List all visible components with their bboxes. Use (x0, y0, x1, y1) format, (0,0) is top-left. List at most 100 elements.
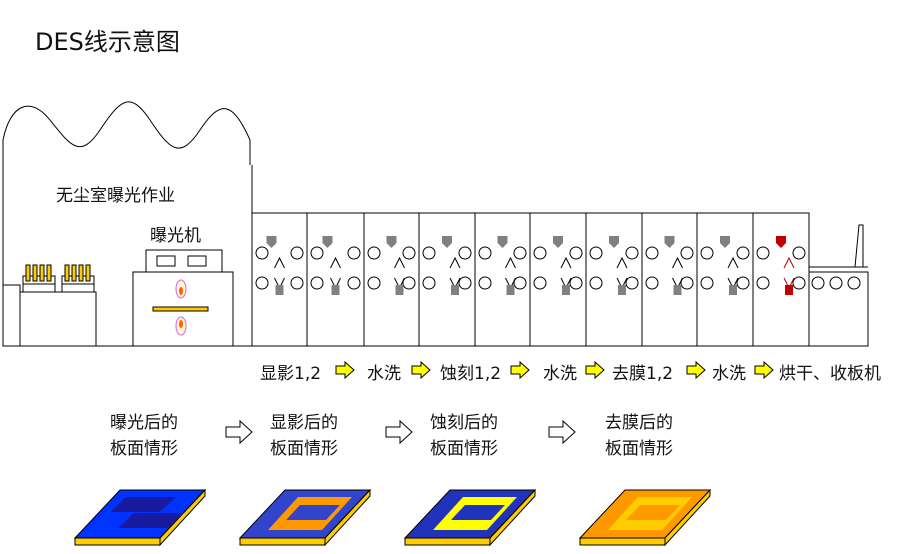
roller-icon (625, 246, 639, 260)
roller-icon (645, 246, 659, 260)
spray-icon (672, 256, 683, 269)
nozzle-icon (266, 236, 277, 248)
board-states (73, 488, 712, 547)
roller-icon (625, 276, 639, 290)
clean-room-roof (2, 101, 251, 165)
roller-icon (458, 276, 472, 290)
roller-icon (513, 246, 527, 260)
tank-10 (756, 236, 806, 295)
nozzle-icon (785, 285, 793, 295)
nozzle-icon (664, 236, 675, 248)
step-label: 显影1,2 (260, 364, 322, 384)
roller-icon (478, 246, 492, 260)
board-etched (403, 488, 537, 547)
spray-icon (783, 256, 795, 269)
step-arrows (335, 360, 774, 380)
roller-icon (422, 276, 436, 290)
roller-icon (422, 246, 436, 260)
nozzle-icon (331, 285, 340, 295)
roller-icon (569, 276, 583, 290)
tank-7 (589, 236, 639, 295)
roller-icon (533, 276, 547, 290)
nozzle-icon (720, 236, 730, 248)
roller-icon (680, 246, 694, 260)
board-state-caption: 曝光后的 板面情形 (110, 413, 178, 459)
nozzle-icon (673, 285, 682, 295)
step-label: 水洗 (367, 364, 401, 384)
roller-icon (645, 276, 659, 290)
exposure-machine (132, 249, 234, 347)
board-developed (238, 488, 372, 547)
tank-3 (367, 236, 416, 295)
tank-6 (533, 236, 583, 295)
roller-icon (367, 276, 381, 290)
board-state-caption: 显影后的 板面情形 (270, 413, 338, 459)
roller-icon (255, 246, 269, 260)
roller-icon (811, 276, 825, 290)
exposure-board (152, 306, 209, 312)
nozzle-icon (776, 236, 786, 248)
nozzle-icon (442, 236, 452, 248)
nozzle-icon (506, 285, 515, 295)
roller-icon (589, 246, 603, 260)
board-stripped (578, 488, 712, 547)
board-state-caption: 蚀刻后的 板面情形 (430, 413, 498, 459)
nozzle-icon (451, 285, 459, 295)
roller-icon (347, 246, 361, 260)
roller-icon (290, 276, 304, 290)
nozzle-icon (553, 236, 563, 248)
board-racks (2, 264, 97, 347)
nozzle-icon (275, 285, 284, 295)
roller-icon (847, 276, 861, 290)
hollow-arrow-icon (385, 419, 413, 445)
clean-room-label: 无尘室曝光作业 (56, 186, 175, 206)
yellow-arrow-icon (585, 360, 605, 380)
tank-2 (310, 236, 361, 295)
tank-1 (255, 236, 304, 295)
roller-icon (829, 276, 843, 290)
process-tanks (255, 236, 861, 295)
hollow-arrow-icon (225, 419, 253, 445)
rack-left (22, 264, 56, 293)
nozzle-icon (562, 285, 570, 295)
rack-table (19, 291, 97, 347)
nozzle-icon (609, 236, 619, 248)
tank-4 (422, 236, 472, 295)
spray-icon (394, 256, 405, 269)
step-label: 烘干、收板机 (779, 364, 881, 384)
roller-icon (533, 246, 547, 260)
roller-icon (347, 276, 361, 290)
roller-icon (792, 276, 806, 290)
roller-icon (310, 276, 324, 290)
roller-icon (255, 276, 269, 290)
spray-icon (274, 256, 285, 269)
roller-icon (310, 246, 324, 260)
spray-icon (616, 256, 628, 269)
roller-icon (402, 246, 416, 260)
roller-icon (736, 246, 750, 260)
roller-icon (290, 246, 304, 260)
step-label: 蚀刻1,2 (440, 364, 502, 384)
roller-icon (589, 276, 603, 290)
roller-icon (458, 246, 472, 260)
yellow-arrow-icon (686, 360, 706, 380)
roller-icon (402, 276, 416, 290)
roller-icon (569, 246, 583, 260)
tank-9 (700, 236, 750, 295)
roller-icon (792, 246, 806, 260)
roller-icon (680, 276, 694, 290)
roller-icon (478, 276, 492, 290)
yellow-arrow-icon (335, 360, 355, 380)
rack-right (61, 264, 95, 293)
spray-icon (560, 256, 572, 269)
lamp-icon (175, 279, 187, 299)
nozzle-icon (729, 285, 737, 295)
page-title: DES线示意图 (35, 28, 180, 56)
step-label: 去膜1,2 (612, 364, 674, 384)
exposure-machine-label: 曝光机 (150, 226, 201, 246)
spray-icon (449, 256, 461, 269)
step-label: 水洗 (712, 364, 746, 384)
tank-8 (645, 236, 694, 295)
nozzle-icon (618, 285, 626, 295)
